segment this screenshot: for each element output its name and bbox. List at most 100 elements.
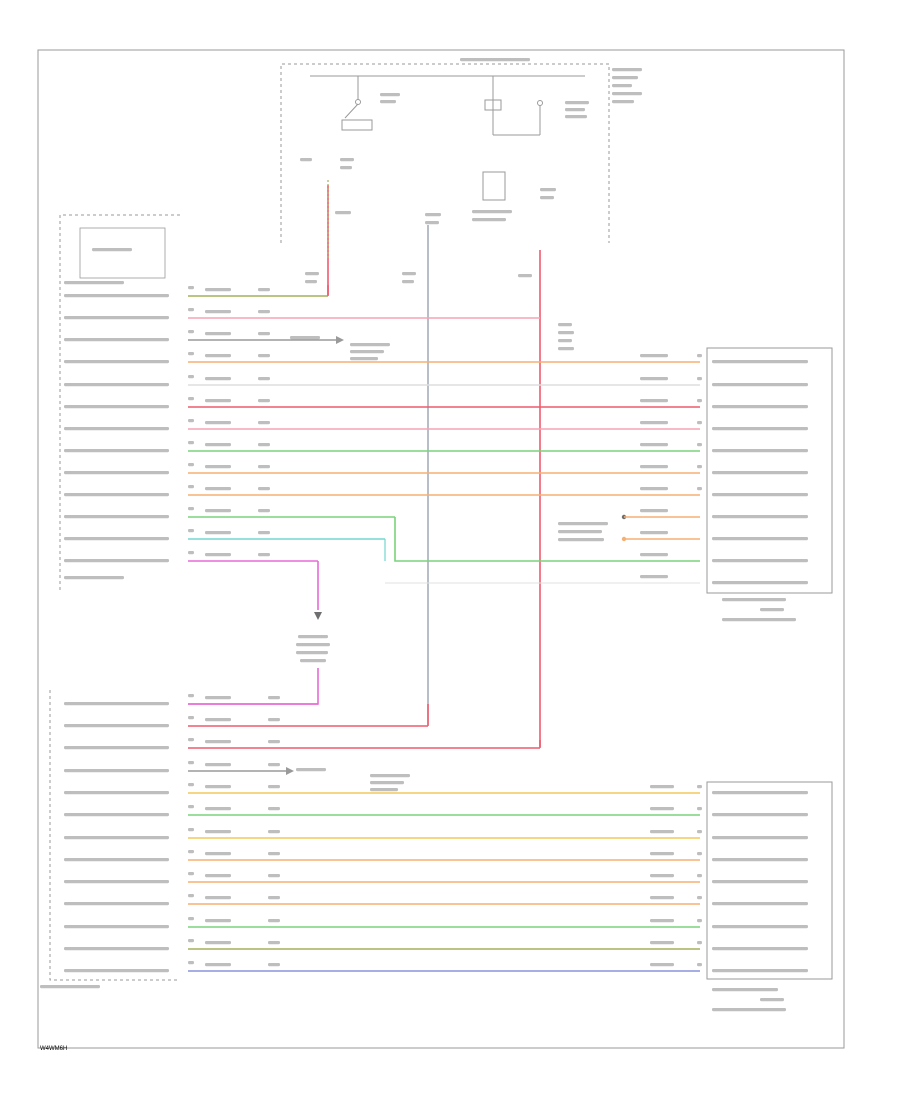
- upper-row-8-color-code: [205, 443, 231, 447]
- lower-row-11-circuit: [268, 919, 280, 923]
- passenger-seat-label-1: [712, 988, 778, 992]
- upper-row-8-right-pin: [697, 443, 702, 447]
- upper-row-2-circuit: [258, 310, 270, 314]
- upper-row-13-circuit: [258, 553, 270, 557]
- passenger-door-module-outline: [49, 690, 180, 981]
- upper-row-14-right-color: [640, 575, 668, 579]
- upper-row-6-right-label: [712, 405, 808, 409]
- upper-row-7-right-color-code: [640, 421, 668, 425]
- magenta-connector-arrow: [314, 612, 322, 620]
- lower-row-3-color-code: [205, 740, 231, 744]
- lower-row-3-pin: [188, 738, 194, 742]
- upper-row-10-circuit: [258, 487, 270, 491]
- upper-row-2-label: [64, 316, 169, 320]
- upper-row-10-right-pin: [697, 487, 702, 491]
- lower-row-2-label: [64, 724, 169, 728]
- lower-row-2-pin: [188, 716, 194, 720]
- power-box-title: [460, 58, 530, 62]
- lower-row-6-color-code: [205, 807, 231, 811]
- power-box-side-label-1: [612, 68, 642, 72]
- lower-ground-note-1: [370, 774, 410, 778]
- lower-ground-arrow: [286, 767, 294, 775]
- lower-row-11-right-pin: [697, 919, 702, 923]
- fuse-note-3: [340, 166, 352, 170]
- feed-left-tag-2: [305, 280, 317, 284]
- lower-row-13-circuit: [268, 963, 280, 967]
- right-splice-1-color: [640, 509, 668, 513]
- upper-row-8-label: [64, 449, 169, 453]
- driver-door-module-outline: [59, 214, 180, 590]
- feed-left-tag-1: [305, 272, 319, 276]
- lower-row-11-color-code: [205, 919, 231, 923]
- lower-row-10-color-code: [205, 896, 231, 900]
- upper-row-6-right-color-code: [640, 399, 668, 403]
- upper-row-9-pin: [188, 463, 194, 467]
- footer-code: W4WM6H: [40, 1046, 67, 1052]
- lower-row-12-right-label: [712, 947, 808, 951]
- upper-row-7-color-code: [205, 421, 231, 425]
- lower-row-3-label: [64, 746, 169, 750]
- lower-row-8-right-pin: [697, 852, 702, 856]
- lower-row-5-color-code: [205, 785, 231, 789]
- upper-row-11-right-label: [712, 559, 808, 563]
- upper-row-7-label: [64, 427, 169, 431]
- upper-row-8-right-color-code: [640, 443, 668, 447]
- driver-seat-label-1: [722, 598, 786, 602]
- lower-row-12-right-color-code: [650, 941, 674, 945]
- lower-row-2-color-code: [205, 718, 231, 722]
- upper-row-11-color-code: [205, 509, 231, 513]
- upper-row-8-circuit: [258, 443, 270, 447]
- upper-row-6-pin: [188, 397, 194, 401]
- feed-center-tag-2: [402, 280, 414, 284]
- upper-row-9-right-label: [712, 471, 808, 475]
- fuse-note-7: [425, 213, 441, 217]
- driver-door-module-label: [64, 576, 124, 580]
- upper-row-3-circuit: [258, 332, 270, 336]
- component-box-layer: [706, 347, 833, 980]
- mid-connector-label-4: [300, 659, 326, 663]
- upper-row-10-right-color-code: [640, 487, 668, 491]
- upper-row-11-pin: [188, 507, 194, 511]
- lower-row-12-label: [64, 947, 169, 951]
- upper-row-5-right-label: [712, 383, 808, 387]
- upper-row-9-color-code: [205, 465, 231, 469]
- upper-row-3-color-code: [205, 332, 231, 336]
- lower-ground-note-2: [370, 781, 404, 785]
- lower-row-6-right-pin: [697, 807, 702, 811]
- upper-row-6-circuit: [258, 399, 270, 403]
- lower-row-10-right-pin: [697, 896, 702, 900]
- passenger-seat-label-3: [712, 1008, 786, 1012]
- fuse-block-label-2: [472, 218, 506, 222]
- upper-ground-note-1: [350, 343, 390, 347]
- right-feed-note-4: [558, 347, 574, 351]
- lower-row-11-pin: [188, 917, 194, 921]
- upper-row-10-color-code: [205, 487, 231, 491]
- upper-row-1-color-code: [205, 288, 231, 292]
- lower-row-8-color-code: [205, 852, 231, 856]
- upper-ground-note-3: [350, 357, 378, 361]
- fuse-note-6: [335, 211, 351, 215]
- upper-row-10-right-label: [712, 493, 808, 497]
- upper-row-9-right-pin: [697, 465, 702, 469]
- lower-row-5-right-label: [712, 791, 808, 795]
- lower-row-4-circuit: [268, 763, 280, 767]
- frame-layer: [37, 49, 845, 1049]
- lower-row-7-label: [64, 836, 169, 840]
- lower-row-4-label: [64, 769, 169, 773]
- lower-row-5-right-color-code: [650, 785, 674, 789]
- upper-row-12-color-code: [205, 531, 231, 535]
- lower-row-1-label: [64, 702, 169, 706]
- upper-row-12-label: [64, 537, 169, 541]
- lower-row-1-color-code: [205, 696, 231, 700]
- upper-row-13-pin: [188, 551, 194, 555]
- lower-row-1-pin: [188, 694, 194, 698]
- lower-row-3-circuit: [268, 740, 280, 744]
- lower-row-12-circuit: [268, 941, 280, 945]
- upper-row-13-color-code: [205, 553, 231, 557]
- relay-left-label-2: [380, 100, 396, 104]
- upper-row-4-color-code: [205, 354, 231, 358]
- upper-row-9-right-color-code: [640, 465, 668, 469]
- lower-row-9-right-color-code: [650, 874, 674, 878]
- lower-row-10-right-color-code: [650, 896, 674, 900]
